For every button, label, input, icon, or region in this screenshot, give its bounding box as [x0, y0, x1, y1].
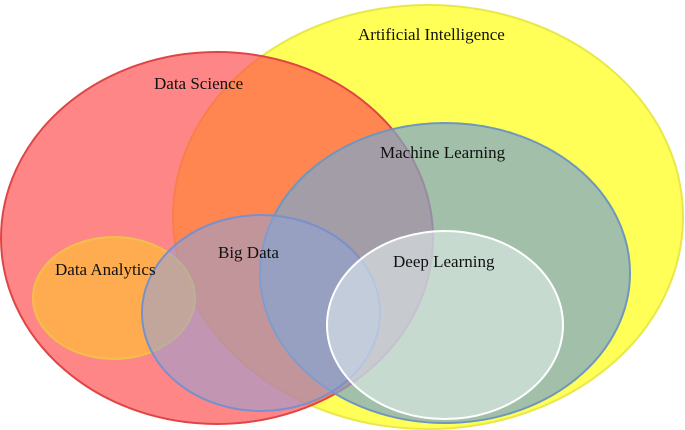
data-analytics-label: Data Analytics [55, 260, 156, 279]
big-data-label: Big Data [218, 243, 279, 262]
machine-learning-label: Machine Learning [380, 143, 506, 162]
artificial-intelligence-label: Artificial Intelligence [358, 25, 505, 44]
deep-learning-label: Deep Learning [393, 252, 495, 271]
deep-learning-set [326, 230, 564, 420]
data-science-label: Data Science [154, 74, 244, 93]
